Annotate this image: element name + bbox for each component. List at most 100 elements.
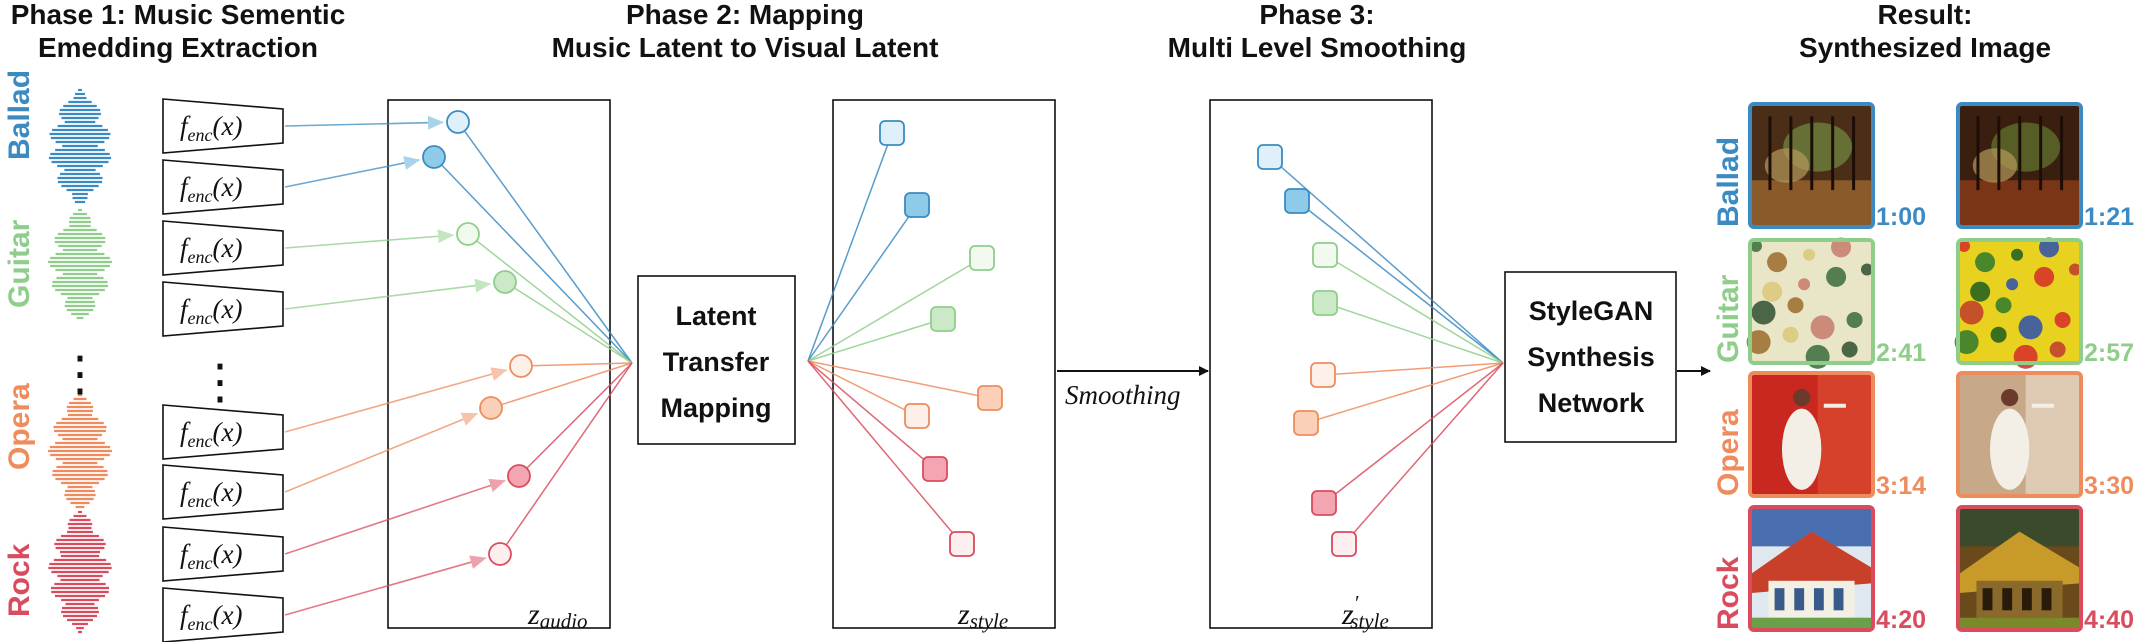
encoder-block: fenc(x) <box>162 281 284 337</box>
phase1-title-line2: Emedding Extraction <box>38 32 318 63</box>
smoothed-to-stylegan-line <box>1343 362 1504 545</box>
phase3-title-line1: Phase 3: <box>1259 0 1374 30</box>
encoder-block: fenc(x) <box>162 220 284 276</box>
phase2-title: Phase 2: Mapping Music Latent to Visual … <box>552 0 939 63</box>
result-title: Result: Synthesized Image <box>1799 0 2051 63</box>
encoder-to-latent-arrow <box>284 115 445 130</box>
phase3-title-line2: Multi Level Smoothing <box>1168 32 1467 63</box>
stylegan-box-line3: Network <box>1538 388 1646 418</box>
stylegan-synthesis-box: StyleGAN Synthesis Network <box>1504 271 1677 443</box>
smoothed-to-stylegan-line <box>1324 302 1504 364</box>
encoder-to-latent-arrow <box>284 478 506 555</box>
encoder-to-latent-arrow <box>284 278 492 310</box>
phase2-title-line1: Phase 2: Mapping <box>626 0 864 30</box>
mapping-to-style-line <box>807 360 936 470</box>
smoothed-latent-point <box>1311 490 1337 516</box>
result-genre-label: Opera <box>1712 409 1745 496</box>
encoder-to-latent-arrow <box>284 229 455 249</box>
waveform-opera <box>48 393 112 509</box>
genre-label-guitar: Guitar <box>3 219 36 308</box>
z-style-smoothed-label: z′style <box>1341 591 1389 633</box>
style-latent-point <box>969 245 995 271</box>
encoder-column: fenc(x) fenc(x) fenc(x) fenc(x) fenc(x) fenc(… <box>162 98 284 642</box>
synthesized-image <box>1956 505 2083 632</box>
latent-box-line1: Latent <box>676 301 757 331</box>
style-latent-panel <box>832 99 1056 629</box>
style-latent-point <box>904 403 930 429</box>
smoothed-latent-panel <box>1209 99 1433 629</box>
smoothed-latent-point <box>1293 410 1319 436</box>
encoder-block: fenc(x) <box>162 464 284 520</box>
encoder-ellipsis: ⋮ <box>196 354 244 410</box>
genre-label-ballad: Ballad <box>3 70 36 160</box>
encoder-block: fenc(x) <box>162 159 284 215</box>
encoder-to-latent-arrow <box>284 156 421 188</box>
audio-latent-point <box>493 270 517 294</box>
latent-markers <box>422 110 1357 566</box>
smoothed-to-stylegan-line <box>1323 362 1504 504</box>
waveform-guitar <box>48 208 112 320</box>
encoder-to-latent-arrow <box>284 367 508 433</box>
mapping-to-style-line <box>807 132 893 362</box>
encoder-label: fenc(x) <box>180 417 242 451</box>
smoothed-latent-point <box>1310 362 1336 388</box>
smoothed-latent-point <box>1331 531 1357 557</box>
encoder-block: fenc(x) <box>162 587 284 642</box>
latent-box-line3: Mapping <box>661 393 772 423</box>
smoothed-to-stylegan-line <box>1296 200 1504 364</box>
genre-label-opera: Opera <box>3 383 36 470</box>
z-style-label: zstyle <box>957 598 1008 633</box>
result-genre-label: Ballad <box>1712 137 1745 227</box>
smoothed-latent-point <box>1257 144 1283 170</box>
smoothed-to-stylegan-line <box>1322 362 1504 376</box>
encoder-label: fenc(x) <box>180 600 242 634</box>
synthesized-image <box>1956 371 2083 498</box>
synthesized-image <box>1956 102 2083 229</box>
synthesized-image <box>1748 102 1875 229</box>
audio-latent-point <box>507 464 531 488</box>
mapping-to-style-line <box>807 360 918 417</box>
smoothed-to-stylegan-line <box>1324 254 1504 364</box>
genre-label-rock: Rock <box>3 543 36 617</box>
stylegan-box-line2: Synthesis <box>1527 342 1655 372</box>
audio-to-mapping-line <box>467 233 633 364</box>
style-latent-point <box>930 306 956 332</box>
phase1-title: Phase 1: Music Sementic Emedding Extract… <box>11 0 346 63</box>
audio-to-mapping-line <box>504 281 633 364</box>
smoothed-latent-point <box>1284 188 1310 214</box>
phase2-title-line2: Music Latent to Visual Latent <box>552 32 939 63</box>
mapping-to-style-line <box>807 360 991 399</box>
audio-to-mapping-line <box>457 121 633 364</box>
result-genre-label: Guitar <box>1712 274 1745 363</box>
timestamp-label: 3:14 <box>1876 472 1926 500</box>
latent-transfer-mapping-box: Latent Transfer Mapping <box>637 275 796 445</box>
audio-latent-point <box>422 145 446 169</box>
encoder-label: fenc(x) <box>180 233 242 267</box>
encoder-to-latent-arrow <box>284 555 487 616</box>
z-audio-label: zaudio <box>527 598 588 633</box>
timestamp-label: 4:20 <box>1876 606 1926 634</box>
synthesized-image <box>1748 371 1875 498</box>
result-row-opera: Opera 3:14 3:30 <box>1712 371 2134 500</box>
smoothed-to-stylegan-line <box>1305 362 1504 424</box>
audio-latent-point <box>488 542 512 566</box>
style-latent-point <box>879 120 905 146</box>
audio-latent-point <box>446 110 470 134</box>
mapping-to-style-line <box>807 257 983 362</box>
result-title-line2: Synthesized Image <box>1799 32 2051 63</box>
timestamp-label: 3:30 <box>2084 472 2134 500</box>
stylegan-box-line1: StyleGAN <box>1529 296 1654 326</box>
genre-labels-left: Ballad Guitar Opera Rock <box>3 70 36 617</box>
audio-latent-point <box>479 396 503 420</box>
audio-to-mapping-line <box>499 362 633 555</box>
encoder-label: fenc(x) <box>180 172 242 206</box>
timestamp-label: 1:00 <box>1876 203 1926 231</box>
waveform-rock <box>48 510 112 634</box>
smoothed-latent-point <box>1312 290 1338 316</box>
result-title-line1: Result: <box>1878 0 1973 30</box>
audio-to-mapping-line <box>490 362 633 409</box>
encoder-block: fenc(x) <box>162 98 284 154</box>
synthesized-image <box>1954 237 2083 369</box>
